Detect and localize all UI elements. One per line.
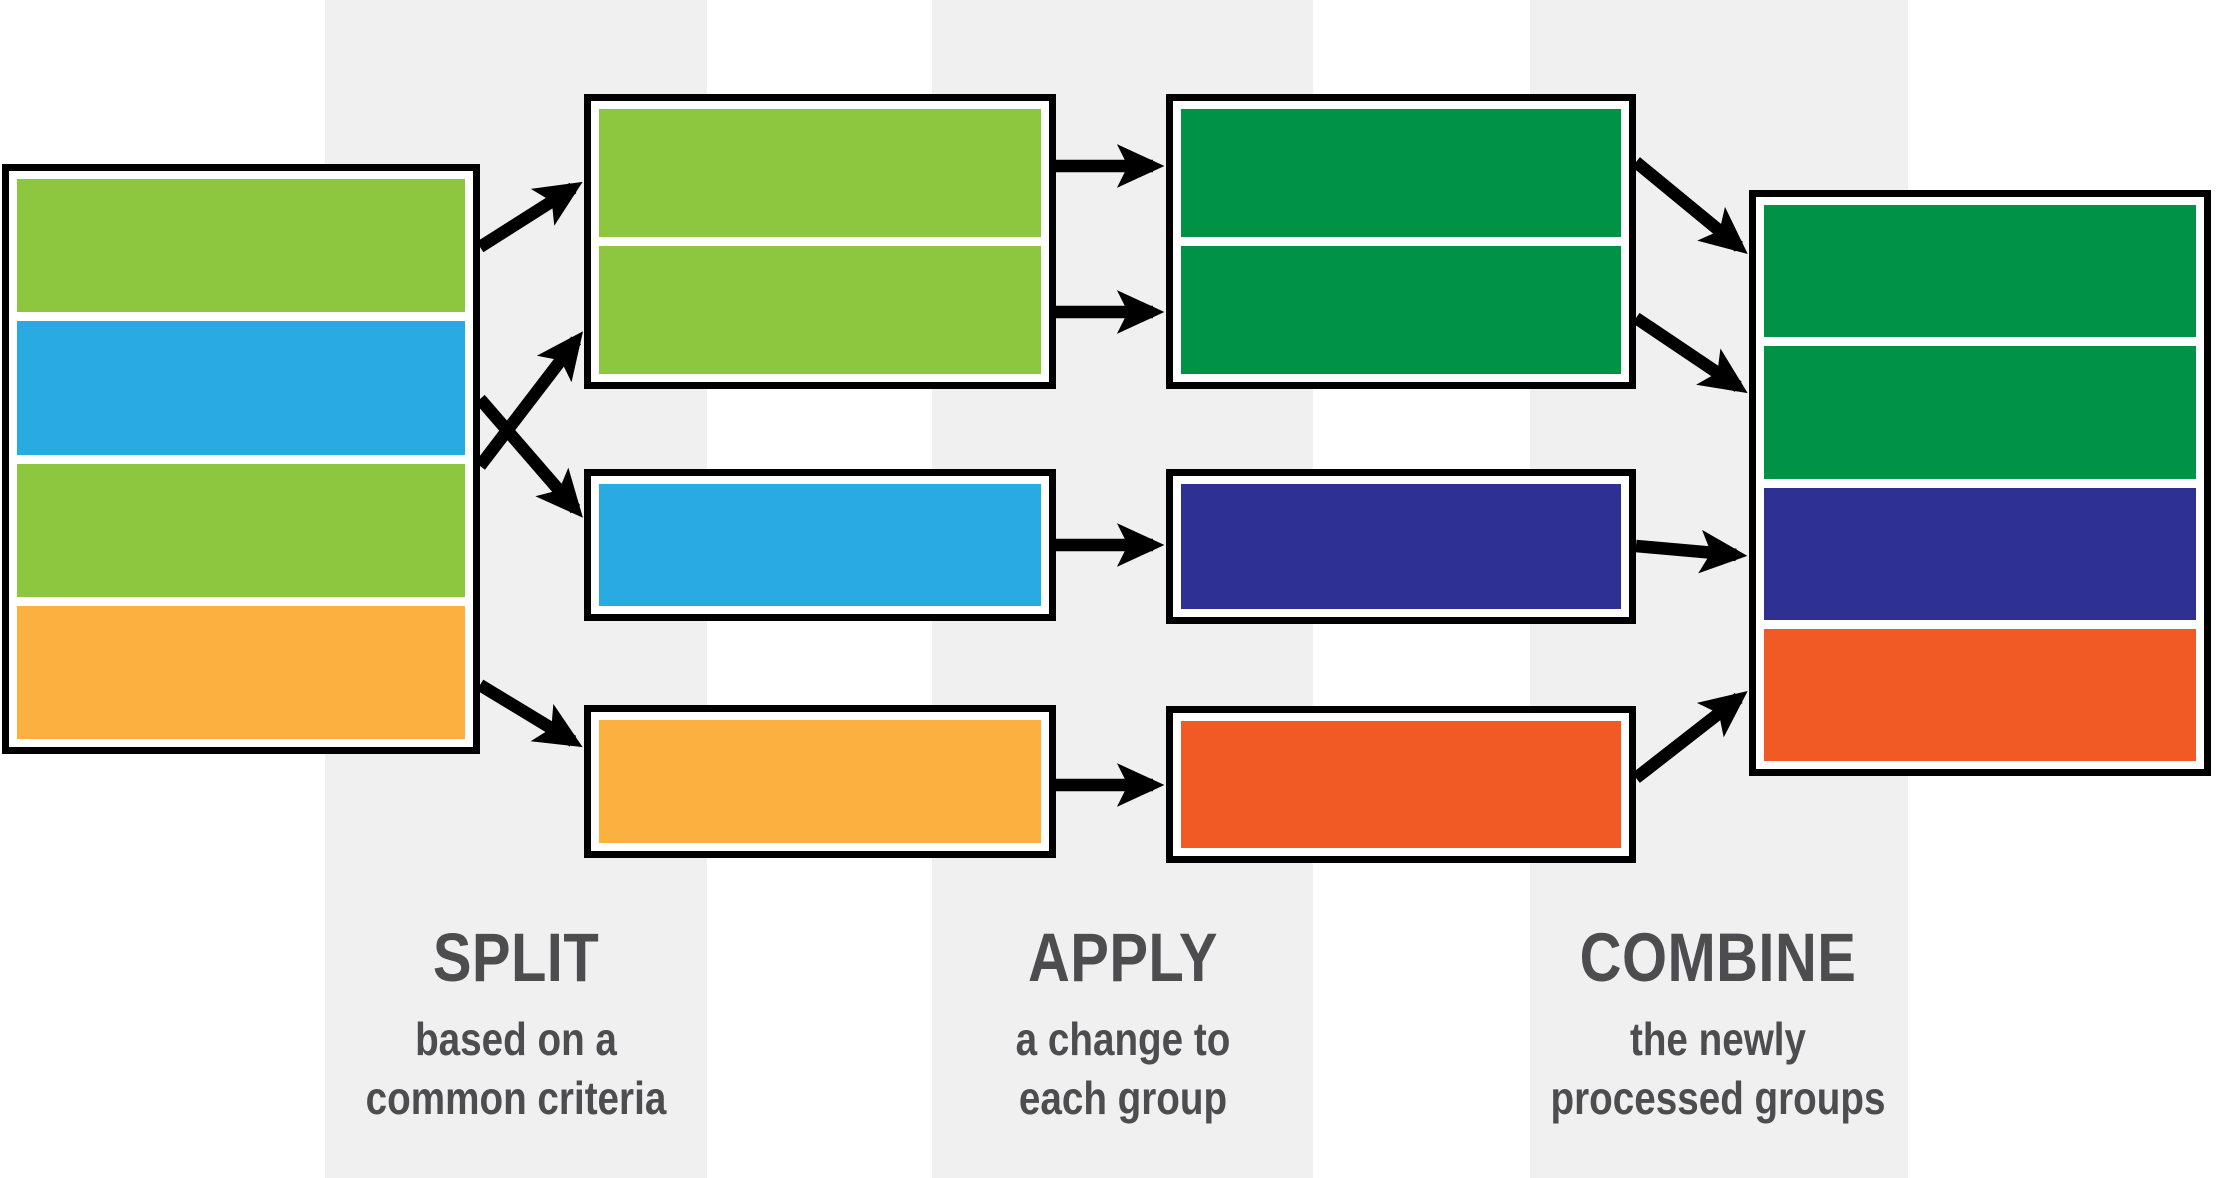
combine-arrow-green-row1 <box>1632 157 1748 254</box>
combine-arrow-red <box>1632 690 1748 783</box>
source-table-row-3 <box>17 463 465 597</box>
stage-subtitle-split-line2: common criteria <box>365 1072 667 1125</box>
stage-subtitle-split-line1: based on a <box>415 1013 617 1066</box>
combined-table-row-4 <box>1764 628 2196 761</box>
split-group-orange-row-1 <box>599 720 1041 843</box>
combined-table-row-3 <box>1764 487 2196 620</box>
combined-table-row-2 <box>1764 346 2196 479</box>
combine-arrow-navy <box>1635 529 1748 574</box>
source-table-row-2 <box>17 321 465 455</box>
source-table-row-4 <box>17 605 465 739</box>
split-group-green-row-1 <box>599 109 1041 237</box>
split-group-orange <box>584 705 1056 858</box>
apply-group-green-row-2 <box>1181 246 1621 374</box>
stage-title-apply: APPLY <box>1027 919 1219 996</box>
split-arrow-green-row2 <box>475 331 584 470</box>
source-table-row-1 <box>17 179 465 313</box>
apply-group-navy-row-1 <box>1181 484 1621 609</box>
apply-group-red-row-1 <box>1181 721 1621 848</box>
stage-subtitle-apply-line1: a change to <box>1015 1013 1231 1066</box>
stage-title-combine: COMBINE <box>1579 919 1857 996</box>
combined-table <box>1749 190 2211 776</box>
stage-subtitle-apply-line2: each group <box>1018 1072 1228 1125</box>
stage-label-combine: COMBINE the newly processed groups <box>1550 919 1886 1128</box>
apply-group-red <box>1166 706 1636 863</box>
split-arrow-green-row1 <box>476 181 583 253</box>
split-group-green <box>584 94 1056 389</box>
stage-label-apply: APPLY a change to each group <box>1015 919 1231 1128</box>
stage-label-split: SPLIT based on a common criteria <box>365 919 667 1128</box>
split-group-blue-row-1 <box>599 484 1041 606</box>
stage-subtitle-combine-line1: the newly <box>1629 1013 1807 1066</box>
combined-table-row-1 <box>1764 205 2196 338</box>
split-group-green-row-2 <box>599 246 1041 374</box>
stage-title-split: SPLIT <box>432 919 600 996</box>
apply-group-navy <box>1166 469 1636 624</box>
split-arrow-blue <box>475 394 583 518</box>
stage-subtitle-combine-line2: processed groups <box>1550 1072 1886 1125</box>
source-table <box>2 164 480 754</box>
split-group-blue <box>584 469 1056 621</box>
apply-group-green-row-1 <box>1181 109 1621 237</box>
combine-arrow-green-row2 <box>1632 312 1748 394</box>
apply-group-green <box>1166 94 1636 389</box>
split-arrow-orange <box>476 679 583 748</box>
